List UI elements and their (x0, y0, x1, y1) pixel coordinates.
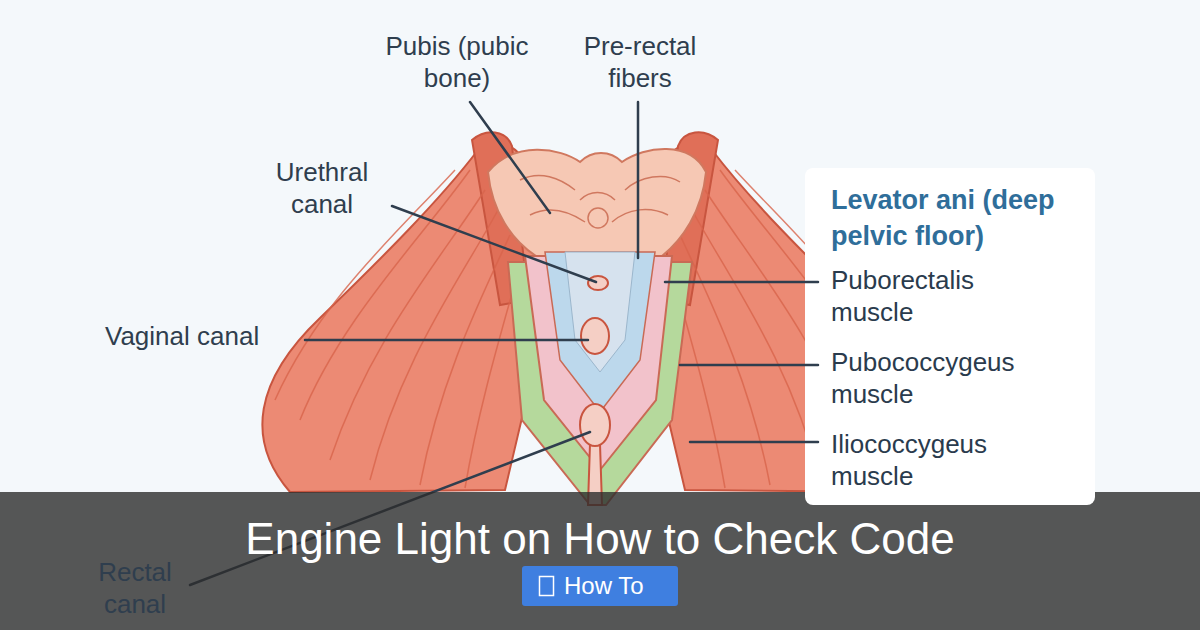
pubic-bone (488, 149, 706, 256)
part-label: Pre-rectal fibers (570, 30, 710, 94)
title-band (0, 492, 1200, 630)
muscle-label: Pubococcygeus muscle (831, 346, 1031, 410)
banner-title: Engine Light on How to Check Code (0, 513, 1200, 565)
part-label: Vaginal canal (105, 320, 259, 352)
how-to-button: How To (522, 566, 678, 606)
legend-panel: Levator ani (deep pelvic floor) Puborecta… (805, 168, 1095, 505)
muscle-label: Iliococcygeus muscle (831, 428, 1031, 492)
part-label: Pubis (pubic bone) (367, 30, 547, 94)
button-icon (538, 575, 556, 597)
pelvic-floor-layers (508, 252, 692, 505)
muscle-label: Puborectalis muscle (831, 264, 1031, 328)
panel-heading: Levator ani (deep pelvic floor) (831, 182, 1071, 254)
part-label: Urethral canal (262, 156, 382, 220)
button-label: How To (564, 566, 644, 606)
part-label: Rectal canal (90, 556, 180, 620)
